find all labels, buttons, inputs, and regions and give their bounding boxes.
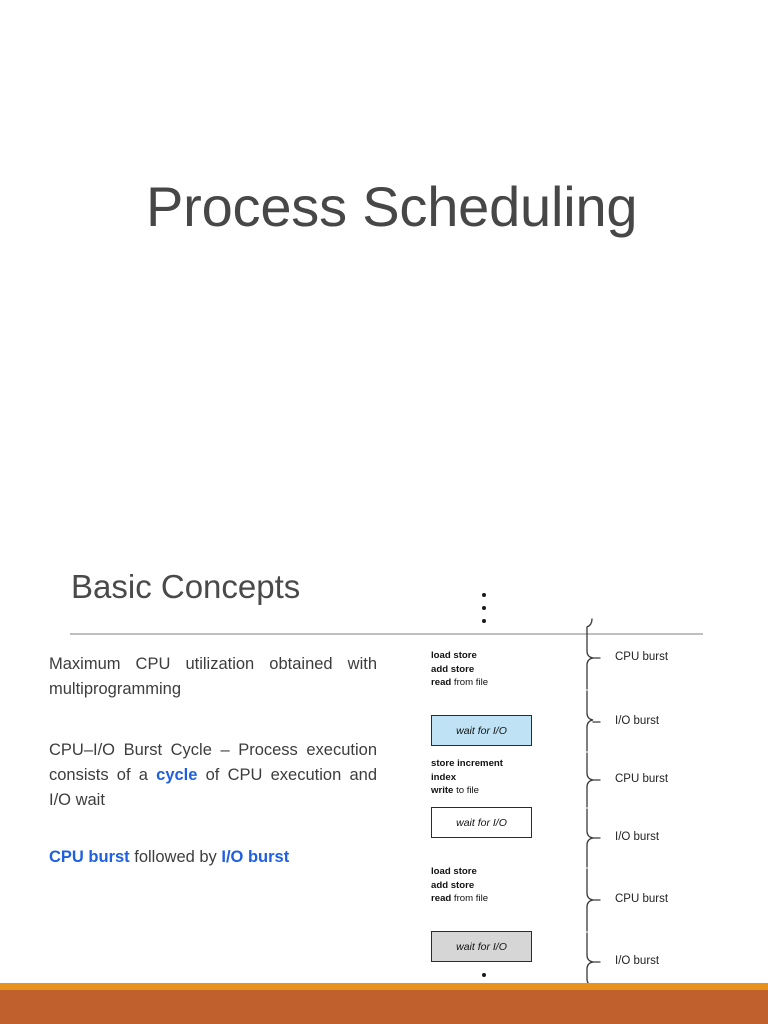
ellipsis-dot — [482, 593, 486, 597]
footer-band-orange — [0, 990, 768, 1024]
code-line-regular: from file — [451, 893, 489, 905]
burst-cycle-text-before: CPU–I/O Burst Cycle – Process execution … — [49, 741, 377, 785]
code-line-bold: store increment — [431, 758, 503, 769]
ellipsis-dot — [482, 973, 486, 977]
code-line-bold: load store — [431, 650, 477, 661]
code-line: store increment — [431, 757, 503, 771]
paragraph-burst-cycle: CPU–I/O Burst Cycle – Process execution … — [49, 738, 377, 813]
code-line: read from file — [431, 676, 488, 690]
code-line: add store — [431, 879, 488, 893]
ellipsis-top-icon — [479, 593, 489, 632]
burst-cycle-text-after: of CPU execution and I/O wait — [49, 766, 377, 810]
burst-brace-column: CPU burst I/O burst CPU burst I/O burst … — [575, 585, 715, 1015]
followed-by-text: followed by — [129, 848, 222, 867]
burst-label-io-2: I/O burst — [615, 831, 660, 843]
heading-divider — [70, 633, 703, 635]
code-line-bold: load store — [431, 866, 477, 877]
burst-label-cpu-3: CPU burst — [615, 893, 669, 905]
burst-label-cpu-1: CPU burst — [615, 651, 669, 663]
code-line: load store — [431, 649, 488, 663]
wait-for-io-box-2: wait for I/O — [431, 807, 532, 838]
burst-label-io-1: I/O burst — [615, 715, 660, 727]
code-line: read from file — [431, 892, 488, 906]
code-line-bold: index — [431, 771, 457, 783]
code-line-regular: from file — [451, 677, 489, 689]
burst-label-cpu-2: CPU burst — [615, 773, 669, 785]
body-text-column: Maximum CPU utilization obtained with mu… — [49, 652, 377, 870]
highlight-cycle: cycle — [156, 766, 198, 785]
paragraph-cpu-then-io: CPU burst followed by I/O burst — [49, 845, 377, 870]
curly-brace-stack-icon — [586, 618, 601, 985]
burst-label-io-3: I/O burst — [615, 955, 660, 967]
wait-for-io-box-1: wait for I/O — [431, 715, 532, 746]
code-line-bold: read — [431, 677, 452, 689]
code-line: add store — [431, 663, 488, 677]
code-line-bold: write — [431, 785, 454, 797]
code-segment-1: load store add store read from file — [431, 649, 488, 690]
paragraph-max-cpu-utilization: Maximum CPU utilization obtained with mu… — [49, 655, 377, 699]
highlight-cpu-burst: CPU burst — [49, 848, 130, 867]
code-line-bold: add store — [431, 663, 475, 675]
code-line-bold: add store — [431, 879, 475, 891]
code-line: write to file — [431, 784, 503, 798]
footer-band-gold — [0, 983, 768, 990]
ellipsis-dot — [482, 619, 486, 623]
code-segment-3: load store add store read from file — [431, 865, 488, 906]
wait-for-io-box-3: wait for I/O — [431, 931, 532, 962]
code-line: index — [431, 771, 503, 785]
section-heading: Basic Concepts — [71, 568, 301, 605]
cpu-io-burst-diagram: load store add store read from file wait… — [425, 585, 715, 1015]
code-line-bold: read — [431, 893, 452, 905]
ellipsis-dot — [482, 606, 486, 610]
code-segment-2: store increment index write to file — [431, 757, 503, 798]
highlight-io-burst: I/O burst — [221, 848, 290, 867]
page-title: Process Scheduling — [146, 175, 638, 238]
code-line-regular: to file — [453, 785, 480, 797]
code-line: load store — [431, 865, 488, 879]
